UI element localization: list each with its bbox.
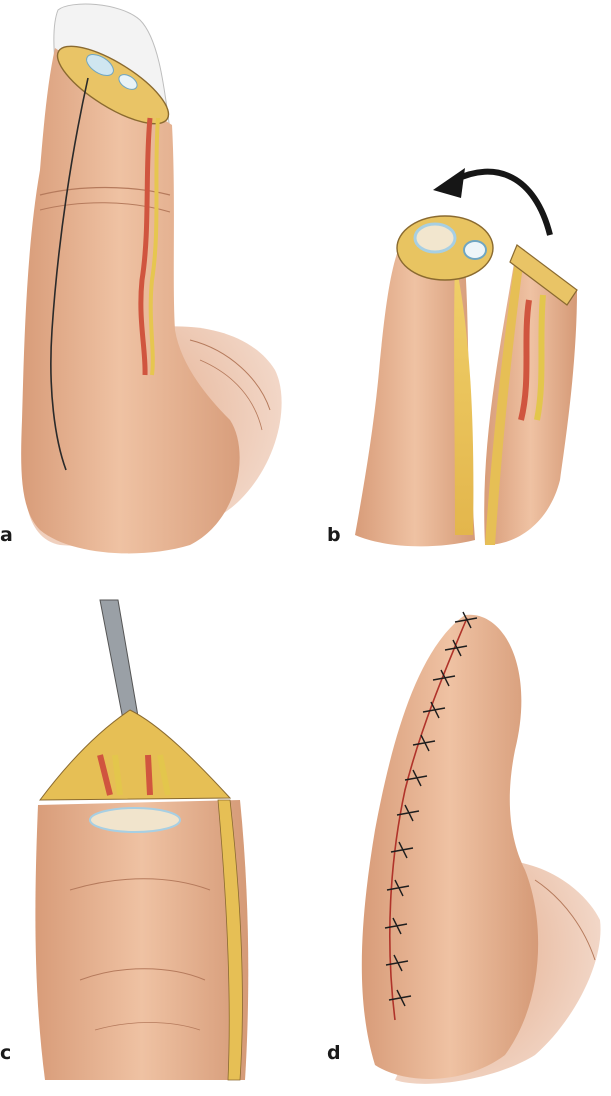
cut-surface [56, 45, 170, 125]
panel-b: b [305, 0, 611, 560]
incision-suture-line [389, 617, 468, 1021]
panel-c-illustration [35, 599, 249, 1081]
finger-shape [21, 48, 240, 554]
sutures [384, 611, 478, 1007]
panel-a-illustration [21, 3, 282, 554]
forceps [99, 599, 141, 731]
panel-d-illustration [361, 611, 601, 1084]
panel-b-illustration [355, 168, 578, 547]
artery-b [518, 299, 532, 421]
bone-exposed [89, 807, 181, 833]
bone-cross-section [413, 222, 457, 254]
rotation-arrow [453, 168, 553, 236]
panel-a: a [0, 0, 305, 560]
digital-nerve [148, 117, 160, 376]
finger-shape-c [35, 800, 249, 1080]
fat-layer-left [454, 260, 474, 535]
tendon-cross-section [463, 240, 487, 260]
panel-label-a: a [0, 524, 13, 546]
finger-shape-d [361, 614, 539, 1079]
arrow-head [433, 168, 465, 198]
nerve-b [534, 294, 546, 421]
incision-line [50, 77, 89, 471]
panel-label-c: c [0, 1042, 12, 1064]
panel-label-b: b [327, 524, 341, 546]
panel-label-d: d [327, 1042, 341, 1064]
panel-d: d [305, 560, 611, 1096]
panel-c: c [0, 560, 305, 1096]
digital-artery [138, 117, 153, 376]
